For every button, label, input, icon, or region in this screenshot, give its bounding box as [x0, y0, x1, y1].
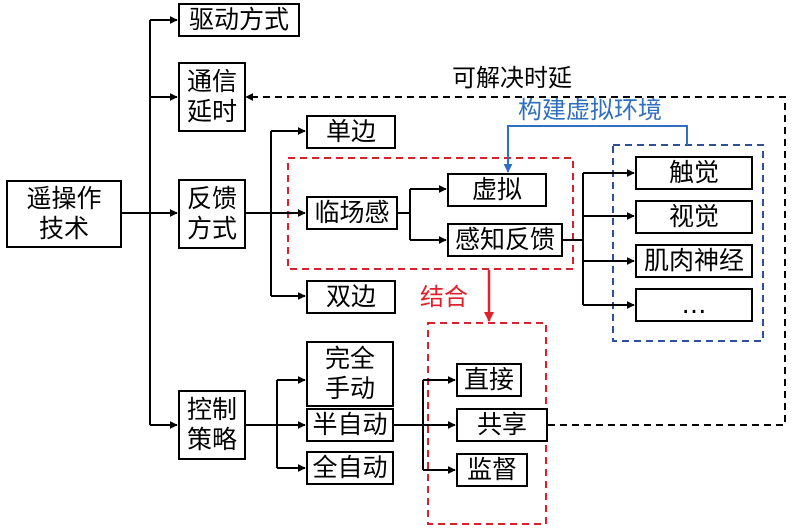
label-solve-delay: 可解决时延: [452, 64, 572, 92]
virtual-env-arrow: [503, 125, 688, 173]
node-shared: 共享: [456, 408, 548, 442]
root-connectors: [122, 16, 178, 429]
presence-connectors: [398, 185, 447, 244]
mode-connectors: [393, 376, 456, 474]
delay-solution-loop: [245, 93, 786, 426]
node-visual: 视觉: [635, 200, 753, 234]
node-semi-auto: 半自动: [306, 408, 394, 442]
node-control-strategy: 控制 策略: [178, 390, 246, 460]
node-neuromuscular: 肌肉神经: [635, 244, 753, 278]
node-feedback-mode: 反馈 方式: [178, 179, 246, 249]
node-tactile: 触觉: [635, 156, 753, 190]
node-ellipsis: …: [635, 288, 753, 322]
sensory-connectors: [563, 169, 635, 309]
node-full-manual: 完全 手动: [306, 341, 394, 407]
label-combine: 结合: [420, 283, 468, 311]
control-connectors: [246, 376, 306, 472]
feedback-connectors: [246, 127, 306, 300]
node-root: 遥操作 技术: [6, 180, 122, 248]
node-virtual: 虚拟: [447, 173, 547, 207]
node-drive-mode: 驱动方式: [178, 3, 300, 37]
node-full-auto: 全自动: [306, 451, 394, 485]
node-bilateral: 双边: [306, 280, 396, 314]
label-build-virtual-env: 构建虚拟环境: [518, 96, 662, 124]
node-presence: 临场感: [306, 196, 398, 230]
node-supervisory: 监督: [456, 453, 528, 487]
node-perceptual-feedback: 感知反馈: [447, 223, 563, 257]
node-direct: 直接: [456, 363, 522, 397]
node-unilateral: 单边: [306, 115, 396, 149]
node-comm-delay: 通信 延时: [178, 62, 246, 132]
